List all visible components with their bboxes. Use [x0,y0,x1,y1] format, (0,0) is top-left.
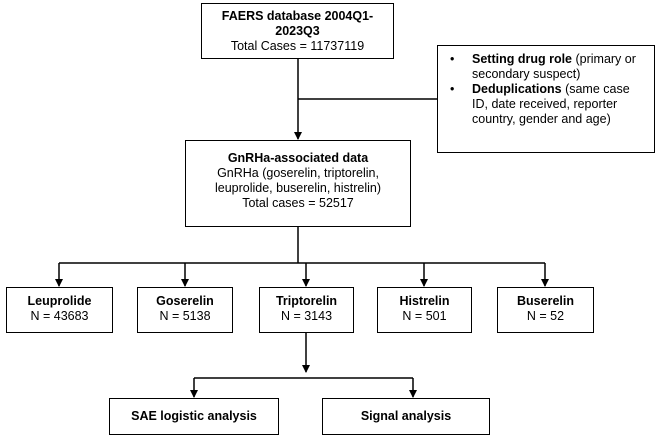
drug-box-goserelin: Goserelin N = 5138 [137,287,233,333]
drug-name: Histrelin [399,294,450,308]
drug-box-triptorelin: Triptorelin N = 3143 [259,287,354,333]
filter-notes-list: Setting drug role (primary or secondary … [444,52,648,127]
signal-analysis-box: Signal analysis [322,398,490,435]
drug-count: N = 501 [402,309,447,323]
gnrha-data-box: GnRHa-associated data GnRHa (goserelin, … [185,140,411,227]
note-dedup-text: (same case ID, date received, reporter c… [472,82,630,126]
sae-logistic-analysis-box: SAE logistic analysis [109,398,279,435]
drug-box-leuprolide: Leuprolide N = 43683 [6,287,113,333]
drug-name: Leuprolide [27,294,92,308]
drug-box-histrelin: Histrelin N = 501 [377,287,472,333]
note-drug-role: Setting drug role (primary or secondary … [450,52,648,82]
drug-name: Goserelin [156,294,214,308]
faers-database-box: FAERS database 2004Q1- 2023Q3 Total Case… [201,3,394,59]
drug-count: N = 43683 [30,309,89,323]
note-drug-role-text: (primary or secondary suspect) [472,52,636,81]
faers-total-cases: Total Cases = 11737119 [230,39,365,53]
faers-title-line1: FAERS database 2004Q1- [221,9,374,23]
filter-notes-box: Setting drug role (primary or secondary … [437,45,655,153]
drug-count: N = 3143 [280,309,333,323]
note-deduplications: Deduplications (same case ID, date recei… [450,82,648,127]
drug-name: Buserelin [517,294,574,308]
gnrha-line2: leuprolide, buserelin, histrelin) [214,181,382,195]
drug-name: Triptorelin [275,294,338,308]
gnrha-total-cases: Total cases = 52517 [242,196,354,210]
gnrha-line1: GnRHa (goserelin, triptorelin, [217,166,379,180]
gnrha-title: GnRHa-associated data [227,151,369,165]
drug-box-buserelin: Buserelin N = 52 [497,287,594,333]
note-drug-role-bold: Setting drug role [472,52,572,66]
drug-count: N = 5138 [159,309,211,323]
drug-count: N = 52 [526,309,565,323]
faers-title-line2: 2023Q3 [275,24,320,38]
note-dedup-bold: Deduplications [472,82,562,96]
